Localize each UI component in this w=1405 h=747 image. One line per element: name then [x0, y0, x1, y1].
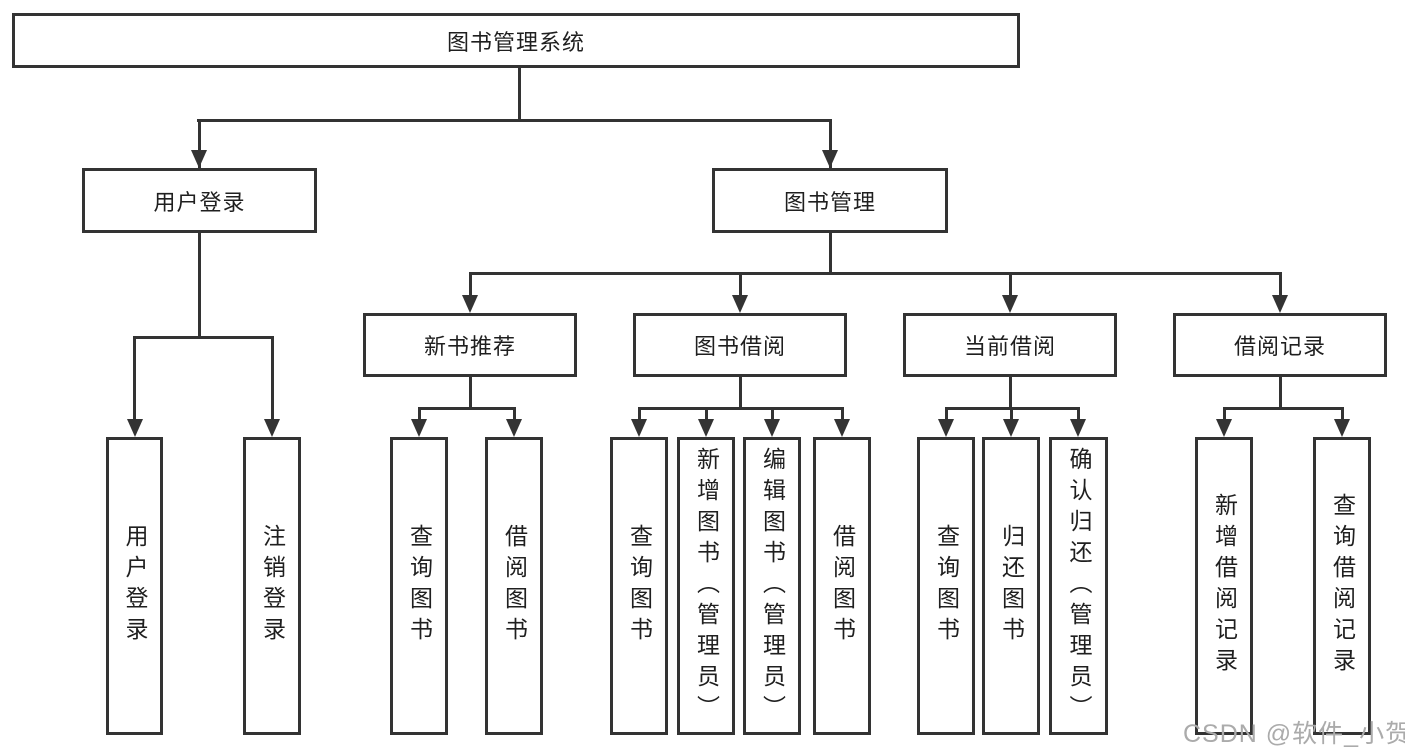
leaf-label: 查询借阅记录	[1329, 493, 1356, 679]
arrowhead-leaf	[1003, 419, 1019, 437]
connector-book-borrow-stem	[739, 377, 742, 410]
arrowhead-leaf	[411, 419, 427, 437]
connector-to-borrow-records	[1279, 272, 1282, 298]
leaf-query-books-b: 查询图书	[610, 437, 668, 735]
leaf-user-login: 用户登录	[106, 437, 163, 735]
leaf-logout: 注销登录	[243, 437, 301, 735]
csdn-watermark: CSDN @软件_小贺同学	[1183, 720, 1405, 747]
connector-to-leaf-login	[133, 336, 136, 426]
leaf-borrow-books-a: 借阅图书	[485, 437, 543, 735]
connector-book-management-hbar	[470, 272, 1281, 275]
node-root: 图书管理系统	[12, 13, 1020, 68]
connector-to-leaf-logout	[271, 336, 274, 426]
connector-user-login-hbar	[133, 336, 274, 339]
node-user-login: 用户登录	[82, 168, 317, 233]
connector-to-current-borrow	[1009, 272, 1012, 298]
leaf-label: 借阅图书	[829, 524, 856, 648]
connector-to-book-borrow	[739, 272, 742, 298]
leaf-label: 新增图书（管理员）	[693, 446, 720, 726]
connector-stub	[771, 407, 774, 427]
node-borrow-records-label: 借阅记录	[1233, 334, 1326, 359]
leaf-confirm-return-admin: 确认归还（管理员）	[1049, 437, 1108, 735]
leaf-user-login-label: 用户登录	[122, 524, 148, 648]
connector-stub	[638, 407, 641, 427]
connector-borrow-records-hbar	[1224, 407, 1343, 410]
node-book-management-label: 图书管理	[783, 189, 876, 215]
connector-stub	[705, 407, 708, 427]
connector-to-user-login	[198, 119, 201, 168]
leaf-query-books-a: 查询图书	[390, 437, 448, 735]
leaf-label: 借阅图书	[501, 524, 528, 648]
arrowhead-leaf	[1334, 419, 1350, 437]
leaf-return-books: 归还图书	[982, 437, 1040, 735]
arrowhead-book-management	[822, 150, 838, 168]
connector-book-management-stem	[829, 233, 832, 275]
node-book-borrow-label: 图书借阅	[693, 334, 786, 359]
leaf-label: 编辑图书（管理员）	[759, 446, 786, 726]
leaf-logout-label: 注销登录	[259, 524, 286, 648]
connector-stub	[418, 407, 421, 427]
node-new-book-recommend: 新书推荐	[363, 313, 577, 377]
arrowhead-current-borrow	[1002, 295, 1018, 313]
arrowhead-leaf	[1070, 419, 1086, 437]
connector-stub	[841, 407, 844, 427]
node-borrow-records: 借阅记录	[1173, 313, 1387, 377]
arrowhead-new-book	[462, 295, 478, 313]
leaf-query-books-c: 查询图书	[917, 437, 975, 735]
leaf-borrow-books-b: 借阅图书	[813, 437, 871, 735]
arrowhead-leaf	[506, 419, 522, 437]
connector-stub	[1010, 407, 1013, 427]
leaf-edit-books-admin: 编辑图书（管理员）	[743, 437, 801, 735]
node-book-borrow: 图书借阅	[633, 313, 847, 377]
connector-borrow-records-stem	[1279, 377, 1282, 410]
node-new-book-recommend-label: 新书推荐	[423, 334, 516, 359]
connector-root-stem	[518, 68, 521, 122]
node-current-borrow-label: 当前借阅	[963, 334, 1056, 359]
connector-stub	[1341, 407, 1344, 427]
arrowhead-user-login	[191, 150, 207, 168]
arrowhead-leaf-logout	[264, 419, 280, 437]
leaf-add-borrow-record: 新增借阅记录	[1195, 437, 1253, 735]
arrowhead-book-borrow	[732, 295, 748, 313]
arrowhead-leaf	[631, 419, 647, 437]
connector-new-book-stem	[469, 377, 472, 410]
arrowhead-leaf	[1216, 419, 1232, 437]
node-book-management: 图书管理	[712, 168, 948, 233]
connector-root-hbar	[197, 119, 831, 122]
connector-to-new-book	[469, 272, 472, 298]
leaf-label: 查询图书	[626, 524, 653, 648]
connector-new-book-hbar	[419, 407, 515, 410]
connector-stub	[945, 407, 948, 427]
node-root-label: 图书管理系统	[446, 29, 585, 55]
connector-book-borrow-hbar	[639, 407, 843, 410]
arrowhead-leaf	[698, 419, 714, 437]
leaf-label: 新增借阅记录	[1211, 493, 1238, 679]
arrowhead-borrow-records	[1272, 295, 1288, 313]
connector-to-book-management	[829, 119, 832, 168]
node-user-login-label: 用户登录	[153, 189, 246, 215]
arrowhead-leaf	[938, 419, 954, 437]
connector-stub	[513, 407, 516, 427]
leaf-query-borrow-record: 查询借阅记录	[1313, 437, 1371, 735]
leaf-label: 查询图书	[406, 524, 433, 648]
arrowhead-leaf	[834, 419, 850, 437]
arrowhead-leaf	[764, 419, 780, 437]
leaf-add-books-admin: 新增图书（管理员）	[677, 437, 735, 735]
leaf-label: 确认归还（管理员）	[1066, 446, 1092, 726]
connector-user-login-stem	[198, 233, 201, 339]
leaf-label: 归还图书	[998, 524, 1025, 648]
arrowhead-leaf-login	[127, 419, 143, 437]
connector-stub	[1077, 407, 1080, 427]
node-current-borrow: 当前借阅	[903, 313, 1117, 377]
connector-current-borrow-stem	[1009, 377, 1012, 410]
connector-stub	[1223, 407, 1226, 427]
leaf-label: 查询图书	[933, 524, 960, 648]
